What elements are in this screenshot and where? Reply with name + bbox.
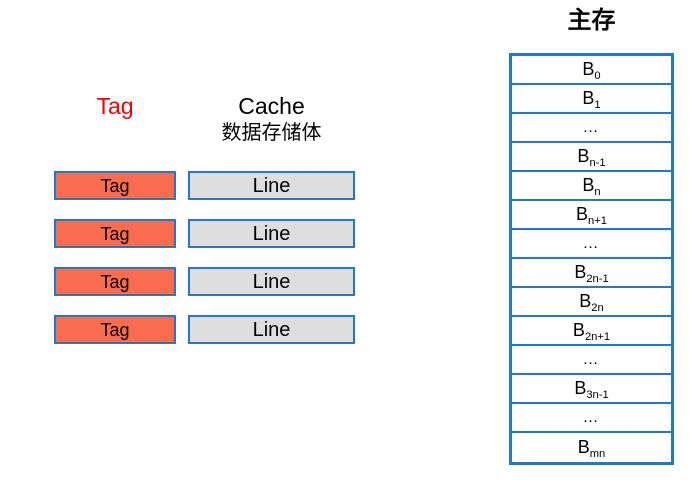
memory-block-subscript: 0 [594,69,601,82]
memory-block-base: B [577,146,590,167]
cache-data-column-header: Cache 数据存储体 [188,92,355,146]
memory-block-row[interactable]: B2n+1 [512,317,671,346]
memory-block-subscript: 2n-1 [586,272,609,285]
cache-line-cell[interactable]: Line [188,267,355,296]
memory-block-row[interactable]: B3n-1 [512,375,671,404]
memory-block-label: B2n [579,291,603,313]
memory-ellipsis-row[interactable]: … [512,114,671,143]
cache-row: Tag Line [0,219,420,248]
main-memory-title: 主存 [567,7,616,34]
memory-block-subscript: n-1 [589,156,606,169]
memory-block-label: B0 [582,59,600,81]
memory-block-base: B [574,262,587,283]
memory-block-label: … [582,350,601,368]
cache-data-header-line2: 数据存储体 [221,122,322,144]
cache-data-header-line1: Cache [238,93,305,119]
cache-row: Tag Line [0,267,420,296]
memory-block-label: B2n+1 [572,320,610,342]
memory-block-label: … [582,234,601,252]
tag-column-header: Tag [96,93,134,119]
memory-block-label: B2n-1 [574,262,608,284]
memory-block-row[interactable]: B1 [512,85,671,114]
cache-row: Tag Line [0,315,420,344]
memory-block-label: Bn [582,175,600,197]
memory-ellipsis-row[interactable]: … [512,230,671,259]
memory-block-subscript: mn [589,447,606,460]
memory-block-row[interactable]: B0 [512,56,671,85]
memory-block-base: B [579,291,592,312]
memory-block-row[interactable]: B2n-1 [512,259,671,288]
memory-block-base: B [582,175,595,196]
memory-block-row[interactable]: B2n [512,288,671,317]
memory-block-row[interactable]: Bn+1 [512,201,671,230]
memory-block-subscript: n+1 [588,214,607,227]
memory-block-label: … [582,118,601,136]
cache-tag-cell[interactable]: Tag [54,171,176,200]
cache-line-cell[interactable]: Line [188,171,355,200]
cache-tag-cell[interactable]: Tag [54,315,176,344]
memory-block-base: B [572,320,585,341]
memory-block-base: B [576,204,589,225]
memory-block-row[interactable]: Bmn [512,433,671,462]
memory-block-base: … [582,408,601,426]
memory-block-row[interactable]: Bn-1 [512,143,671,172]
cache-row: Tag Line [0,171,420,200]
memory-block-base: B [582,59,595,80]
memory-block-base: … [582,234,601,252]
cache-line-cell[interactable]: Line [188,315,355,344]
memory-block-base: B [574,378,587,399]
memory-block-base: B [582,88,595,109]
memory-block-subscript: 2n+1 [584,330,611,343]
memory-ellipsis-row[interactable]: … [512,346,671,375]
memory-block-label: Bn-1 [577,146,605,168]
memory-block-label: B1 [582,88,600,110]
memory-block-subscript: 2n [591,301,604,314]
memory-block-label: Bn+1 [576,204,607,226]
memory-block-subscript: 3n-1 [586,388,609,401]
cache-tag-cell[interactable]: Tag [54,219,176,248]
memory-block-label: Bmn [577,437,606,459]
memory-block-base: … [582,118,601,136]
cache-tag-cell[interactable]: Tag [54,267,176,296]
memory-block-subscript: 1 [594,98,601,111]
memory-block-subscript: n [594,185,601,198]
memory-block-base: … [582,350,601,368]
memory-block-label: … [582,408,601,426]
memory-ellipsis-row[interactable]: … [512,404,671,433]
memory-block-label: B3n-1 [574,378,608,400]
cache-column-headers: Tag Cache 数据存储体 [0,92,420,164]
memory-block-row[interactable]: Bn [512,172,671,201]
memory-block-base: B [577,437,590,458]
cache-line-cell[interactable]: Line [188,219,355,248]
